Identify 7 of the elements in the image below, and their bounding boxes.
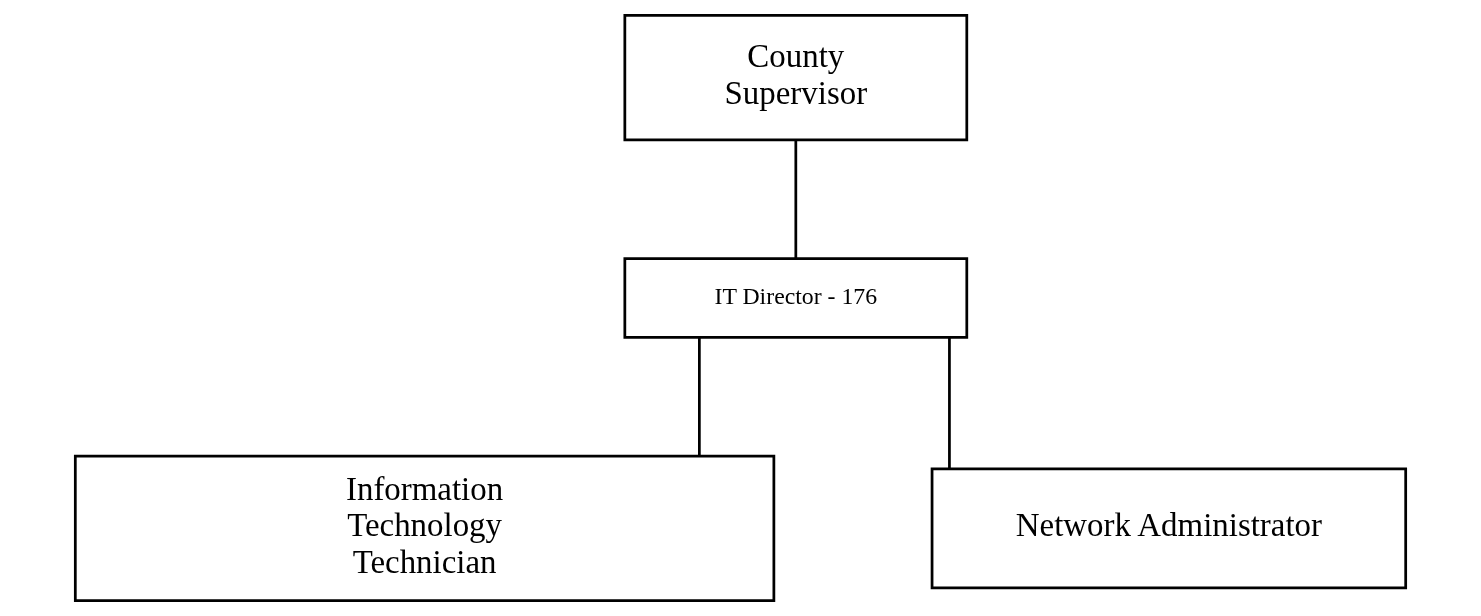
node-box: Information Technology Technician xyxy=(73,454,776,602)
connector xyxy=(698,337,701,456)
connector xyxy=(794,140,798,259)
node-box: Network Administrator xyxy=(930,467,1408,590)
node-box: County Supervisor xyxy=(623,14,969,142)
node-box: IT Director - 176 xyxy=(623,257,969,339)
connector xyxy=(948,337,951,469)
